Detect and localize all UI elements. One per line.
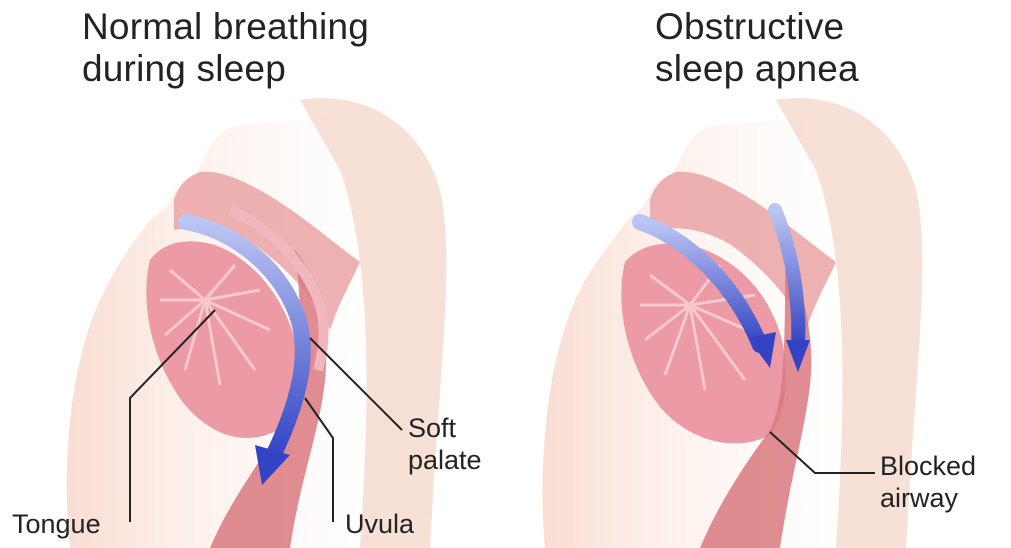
normal-breathing-title: Normal breathing during sleep: [82, 6, 369, 90]
blocked-airway-line2: airway: [880, 482, 976, 514]
soft-palate-line2: palate: [408, 444, 482, 476]
soft-palate-label: Soft palate: [408, 412, 482, 476]
uvula-label: Uvula: [345, 508, 414, 540]
apnea-title-line2: sleep apnea: [655, 48, 859, 90]
apnea-head: [543, 98, 923, 548]
sleep-apnea-title: Obstructive sleep apnea: [655, 6, 859, 90]
blocked-airway-label: Blocked airway: [880, 450, 976, 514]
soft-palate-line1: Soft: [408, 412, 482, 444]
normal-title-line1: Normal breathing: [82, 6, 369, 48]
normal-title-line2: during sleep: [82, 48, 369, 90]
tongue-label: Tongue: [12, 508, 101, 540]
blocked-airway-line1: Blocked: [880, 450, 976, 482]
apnea-title-line1: Obstructive: [655, 6, 859, 48]
normal-head: [67, 98, 446, 548]
